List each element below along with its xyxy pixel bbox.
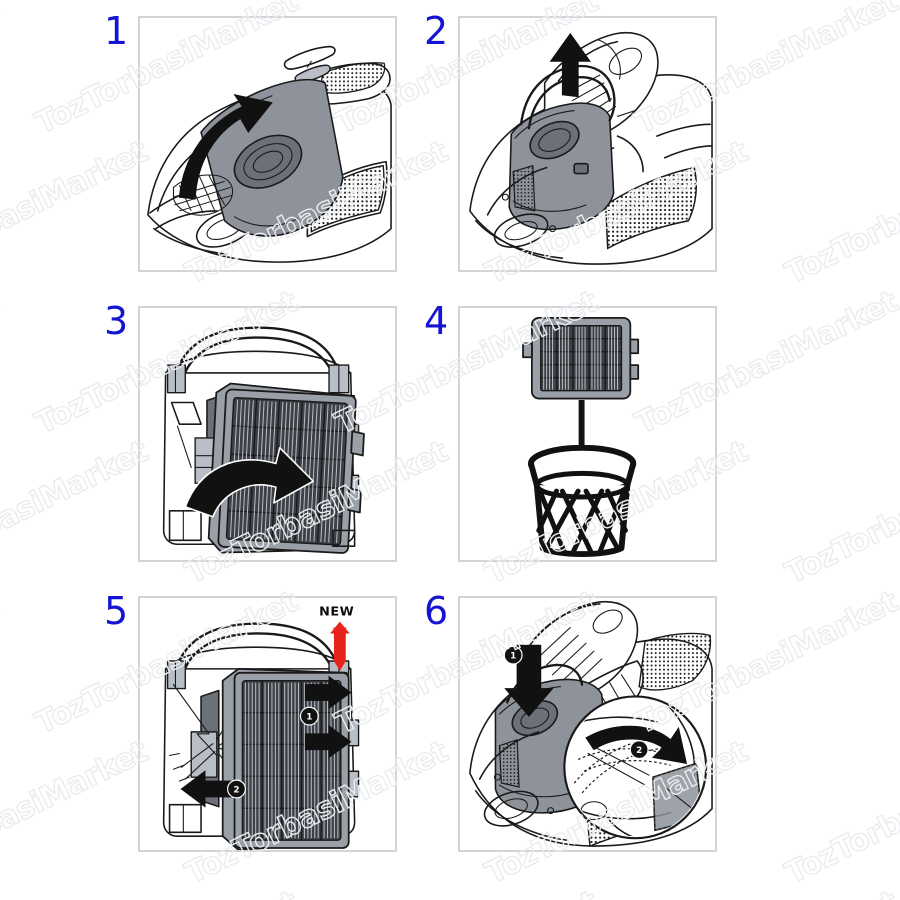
step-number-3: 3 <box>104 299 129 343</box>
step-illustration-1 <box>138 16 397 272</box>
svg-text:NEW: NEW <box>319 605 354 620</box>
instruction-step-4: 4 <box>420 300 720 578</box>
step-illustration-3 <box>138 306 397 562</box>
step-illustration-5: 1 2 NEW <box>138 596 397 852</box>
callout-badge-1: 1 <box>299 706 319 726</box>
callout-badge-2: 2 <box>629 740 649 760</box>
step-number-5: 5 <box>104 589 129 633</box>
instruction-step-1: 1 <box>100 10 400 288</box>
step-illustration-6: 1 <box>458 596 717 852</box>
instruction-step-2: 2 <box>420 10 720 288</box>
callout-badge-1: 1 <box>503 645 523 665</box>
svg-text:2: 2 <box>233 786 239 796</box>
step-illustration-2 <box>458 16 717 272</box>
svg-text:2: 2 <box>636 746 642 756</box>
step-number-6: 6 <box>424 589 449 633</box>
detail-magnifier: 2 <box>563 695 708 840</box>
instruction-step-6: 6 <box>420 590 720 868</box>
step-number-2: 2 <box>424 9 449 53</box>
step-illustration-4 <box>458 306 717 562</box>
step-number-1: 1 <box>104 9 129 53</box>
instruction-step-3: 3 <box>100 300 400 578</box>
step-number-4: 4 <box>424 299 449 343</box>
instruction-step-5: 5 <box>100 590 400 868</box>
svg-text:1: 1 <box>306 713 312 723</box>
svg-text:1: 1 <box>510 652 516 662</box>
new-callout: NEW <box>319 605 354 671</box>
callout-badge-2: 2 <box>227 779 246 799</box>
